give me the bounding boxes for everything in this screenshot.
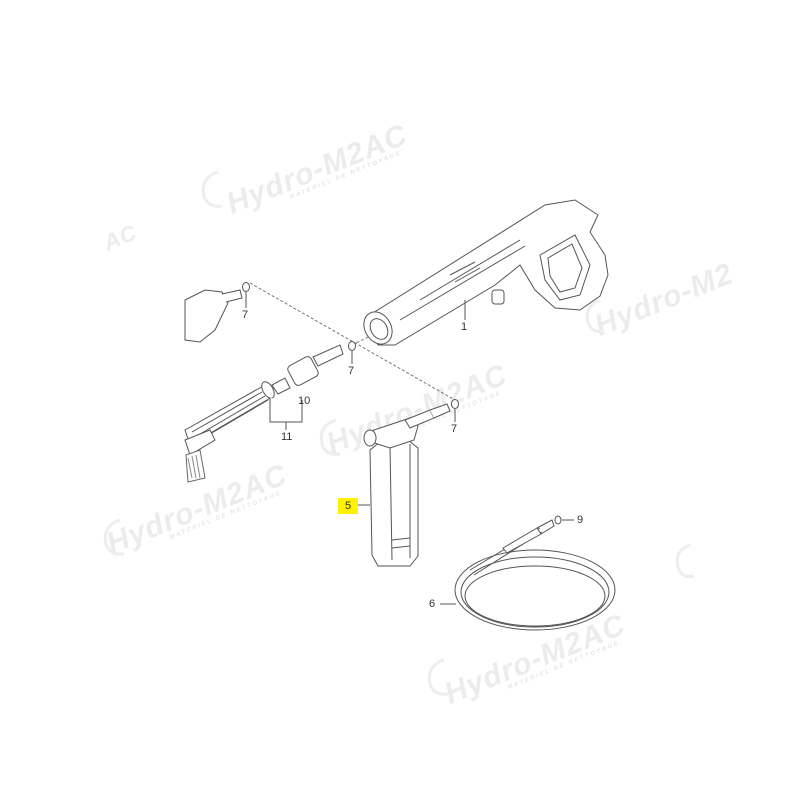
part-label-11[interactable]: 11 — [281, 431, 293, 443]
part-label-1[interactable]: 1 — [461, 321, 468, 333]
part-label-9[interactable]: 9 — [577, 514, 584, 526]
detergent-tank-part — [356, 399, 459, 567]
upper-lance-part — [184, 282, 250, 343]
o-ring-icon — [242, 282, 250, 292]
watermark-logo-icons — [103, 170, 695, 696]
part-label-7-middle[interactable]: 7 — [348, 365, 355, 377]
part-label-7-upper[interactable]: 7 — [242, 309, 249, 321]
o-ring-icon — [451, 399, 459, 409]
part-label-6[interactable]: 6 — [429, 598, 436, 610]
lance-assembly-part — [184, 341, 356, 483]
spray-gun-part — [363, 199, 609, 346]
o-ring-icon — [554, 515, 562, 525]
high-pressure-hose-part — [440, 515, 616, 631]
o-ring-icon — [348, 341, 356, 351]
part-label-5-highlighted[interactable]: 5 — [338, 498, 358, 514]
part-label-10[interactable]: 10 — [298, 395, 311, 407]
part-label-7-tank[interactable]: 7 — [451, 423, 458, 435]
nozzle-adapter — [287, 356, 319, 386]
assembly-dashed-line — [249, 282, 456, 401]
